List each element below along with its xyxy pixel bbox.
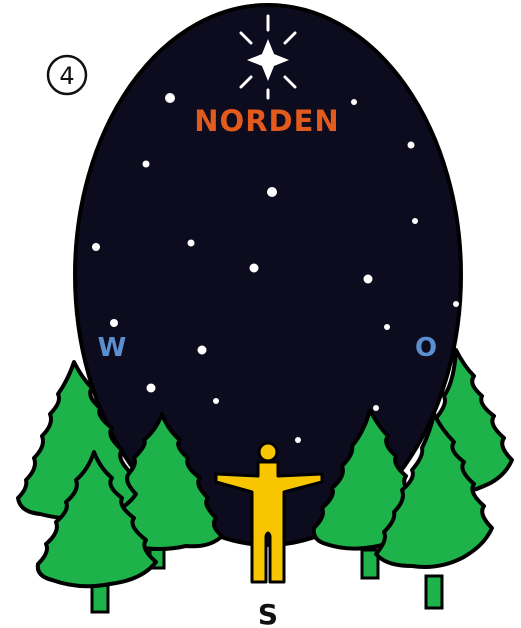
star [351,99,357,105]
star [147,384,156,393]
star [412,218,418,224]
star [408,142,415,149]
south-label: S [258,598,278,628]
star [295,437,301,443]
star [267,187,277,197]
star [373,405,379,411]
star [143,161,150,168]
star [165,93,175,103]
east-label: O [415,333,437,363]
star [364,275,373,284]
star [198,346,207,355]
north-label: NORDEN [194,104,339,138]
west-label: W [98,333,127,363]
star [453,301,459,307]
star [250,264,259,273]
step-number-badge: 4 [48,56,86,94]
star [110,319,118,327]
star [213,398,219,404]
star [92,243,100,251]
star [384,324,390,330]
step-number-text: 4 [59,62,74,90]
star [188,240,195,247]
